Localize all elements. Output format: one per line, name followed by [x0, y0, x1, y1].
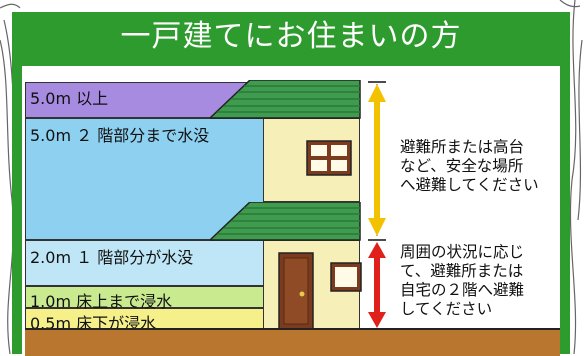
- level-label-1m: 1.0m 床上まで浸水: [30, 292, 173, 311]
- advice-lower: 周囲の状況に応じ て、避難所または 自宅の２階へ避難 してください: [400, 243, 525, 318]
- level-label-5m: 5.0m ２ 階部分まで水没: [30, 126, 210, 145]
- upper-roof: [210, 80, 361, 119]
- upper-double-arrow: [368, 81, 386, 236]
- ground: [25, 328, 560, 356]
- lower-window: [330, 262, 362, 292]
- advice-upper: 避難所または高台 など、安全な場所 へ避難してください: [400, 138, 539, 194]
- page-title: 一戸建てにお住まいの方: [120, 19, 462, 54]
- level-label-2m: 2.0m １ 階部分が水没: [30, 248, 194, 267]
- level-label-5m-above: 5.0m 以上: [30, 89, 109, 108]
- lower-roof: [210, 202, 361, 241]
- front-door: [278, 252, 314, 330]
- lower-double-arrow: [368, 239, 386, 328]
- upper-window: [306, 140, 352, 176]
